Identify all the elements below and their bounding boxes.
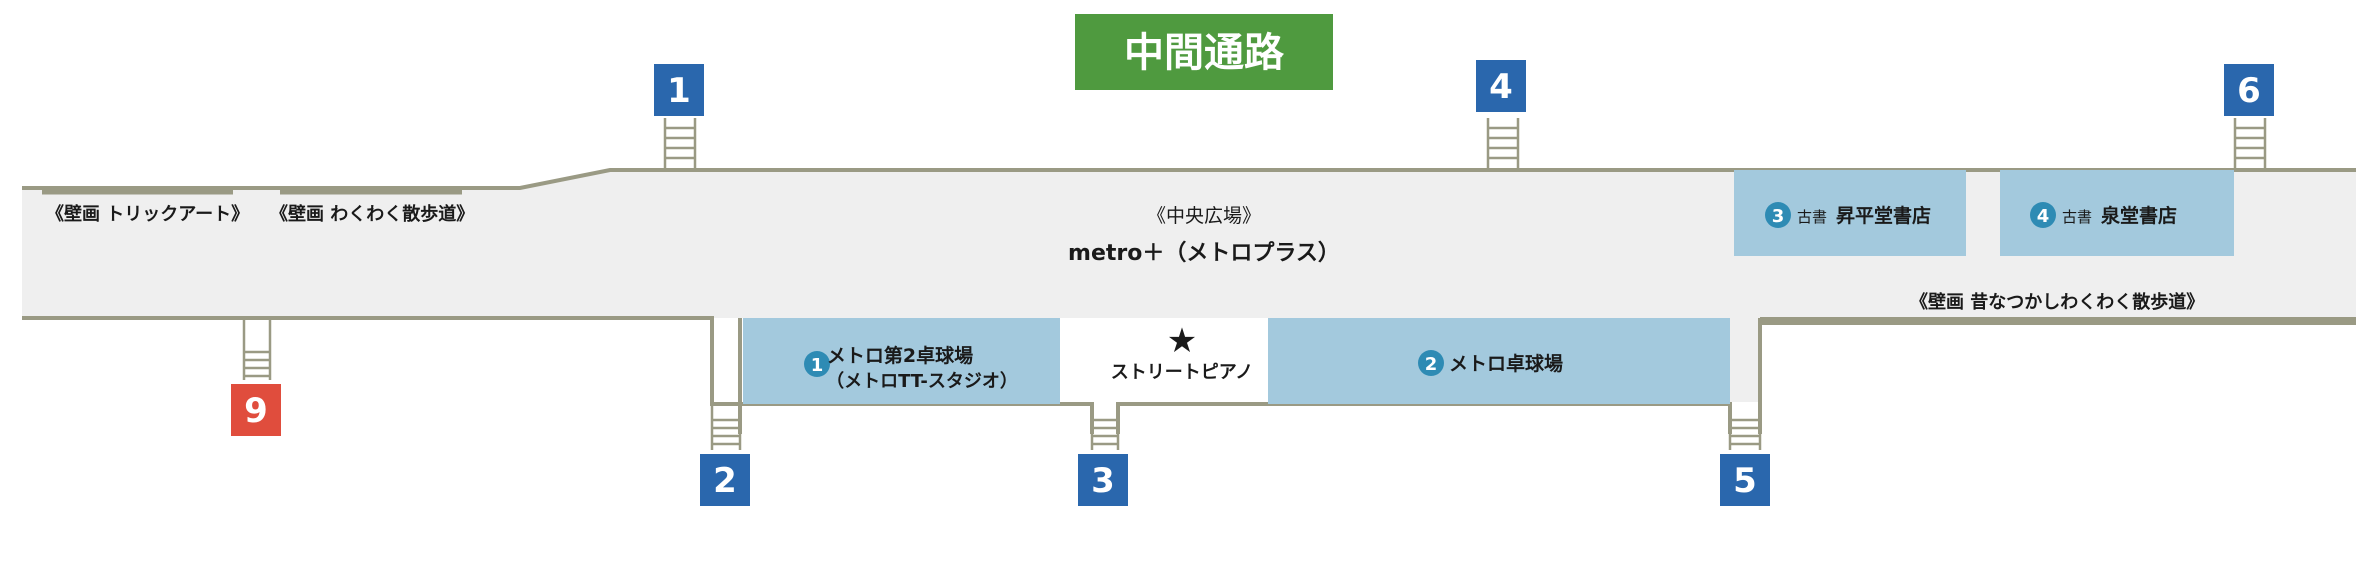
facility-name: メトロ第2卓球場 bbox=[827, 344, 973, 367]
facility-number-badge bbox=[2030, 202, 2056, 228]
exit-badge-4[interactable]: 4 bbox=[1476, 60, 1526, 112]
plaza-name: 《中央広場》 bbox=[1147, 205, 1261, 227]
star-icon: ★ bbox=[1167, 321, 1197, 361]
facility-number-badge bbox=[1765, 202, 1791, 228]
exit-badge-9[interactable]: 9 bbox=[231, 384, 281, 436]
exit-number: 6 bbox=[2237, 71, 2261, 111]
mural-trick-art-label: 《壁画 トリックアート》 bbox=[46, 203, 249, 225]
stair-exit-3 bbox=[1090, 404, 1120, 450]
street-piano-label: ストリートピアノ bbox=[1111, 362, 1253, 383]
facility-number: 3 bbox=[1772, 206, 1785, 227]
used-books-tag: 古書 bbox=[1797, 208, 1827, 226]
used-books-tag: 古書 bbox=[2062, 208, 2092, 226]
facility-number-badge bbox=[804, 351, 830, 377]
facility-number: 2 bbox=[1425, 354, 1438, 375]
stair-exit-4 bbox=[1486, 118, 1520, 170]
exit-number: 2 bbox=[713, 461, 737, 501]
exit-number: 3 bbox=[1091, 461, 1115, 501]
stair-exit-5 bbox=[1728, 404, 1762, 450]
title-banner bbox=[1075, 14, 1333, 90]
facility-number: 1 bbox=[811, 355, 824, 376]
exit-badge-3[interactable]: 3 bbox=[1078, 454, 1128, 506]
stair-exit-9 bbox=[242, 318, 272, 380]
facility-metro-table-tennis bbox=[1268, 318, 1730, 404]
lower-wall-middle bbox=[1116, 402, 1732, 434]
exit-badge-6[interactable]: 6 bbox=[2224, 64, 2274, 116]
upper-wall bbox=[22, 168, 2356, 190]
mural-wakuwaku-label: 《壁画 わくわく散歩道》 bbox=[270, 203, 474, 225]
stair-exit-6 bbox=[2233, 118, 2267, 170]
stair-exit-1 bbox=[663, 118, 697, 170]
facility-name: 昇平堂書店 bbox=[1836, 204, 1931, 227]
facility-name: メトロ卓球場 bbox=[1449, 352, 1563, 375]
facility-number: 4 bbox=[2037, 206, 2050, 227]
facility-number-badge bbox=[1418, 350, 1444, 376]
mural-mukashi-label: 《壁画 昔なつかしわくわく散歩道》 bbox=[1910, 291, 2204, 313]
exit-badge-5[interactable]: 5 bbox=[1720, 454, 1770, 506]
exit-number: 4 bbox=[1489, 67, 1513, 107]
exit-badge-2[interactable]: 2 bbox=[700, 454, 750, 506]
facility-metro-tt-studio bbox=[743, 318, 1060, 404]
exit-badge-1[interactable]: 1 bbox=[654, 64, 704, 116]
plaza-subtitle: metro＋（メトロプラス） bbox=[1068, 241, 1340, 266]
facility-name: 泉堂書店 bbox=[2100, 204, 2177, 227]
stair-exit-2 bbox=[710, 404, 742, 450]
exit-number: 9 bbox=[244, 391, 268, 431]
exit-number: 5 bbox=[1733, 461, 1757, 501]
lower-wall-right bbox=[1758, 318, 2356, 434]
facility-subname: （メトロTT-スタジオ） bbox=[826, 371, 1018, 392]
map-title: 中間通路 bbox=[1124, 30, 1285, 76]
exit-number: 1 bbox=[667, 71, 691, 111]
